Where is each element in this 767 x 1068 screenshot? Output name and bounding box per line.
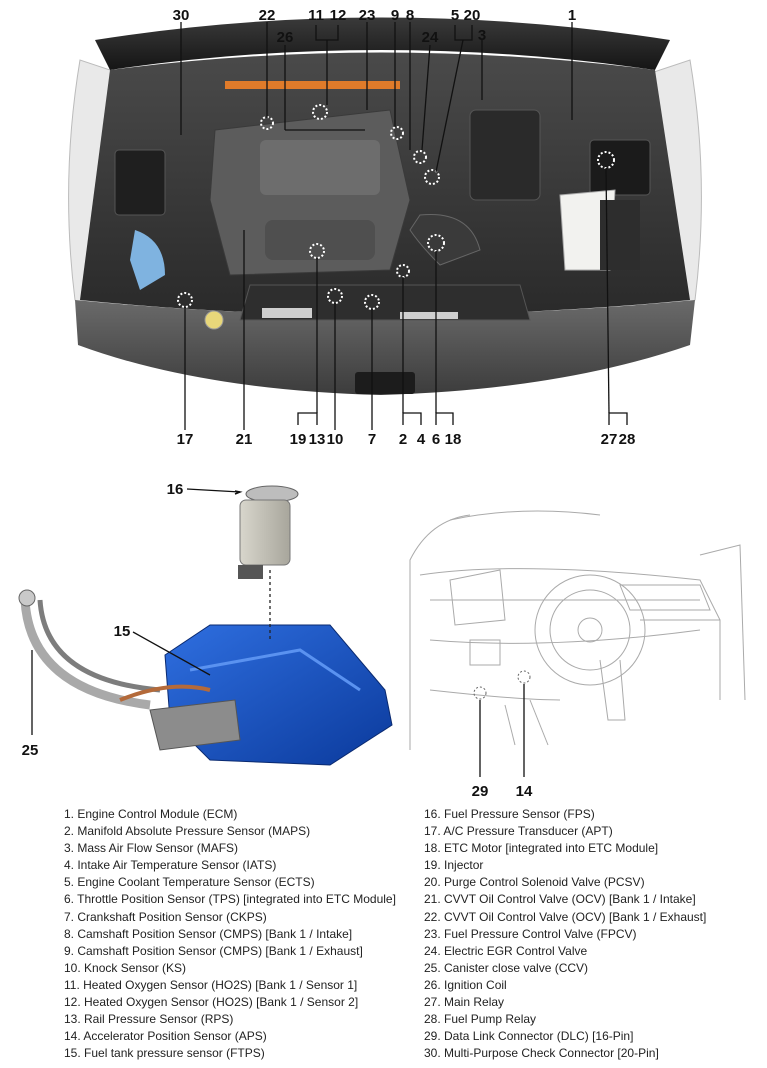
engine-bay-photo: [68, 17, 702, 430]
callout-number: 10: [327, 431, 344, 448]
legend-item: 5. Engine Coolant Temperature Sensor (EC…: [64, 875, 315, 890]
legend-item: 10. Knock Sensor (KS): [64, 960, 187, 975]
legend-item: 23. Fuel Pressure Control Valve (FPCV): [424, 926, 637, 941]
legend-item: 3. Mass Air Flow Sensor (MAFS): [64, 841, 239, 856]
marker-circle: [413, 150, 427, 164]
hood: [95, 17, 670, 70]
callout-number: 13: [309, 431, 326, 448]
reservoir-cap: [204, 310, 224, 330]
legend-item: 21. CVVT Oil Control Valve (OCV) [Bank 1…: [424, 892, 696, 907]
marker-circle: [517, 670, 531, 684]
callout-number: 14: [516, 783, 533, 800]
callout-number: 7: [368, 431, 376, 448]
marker-circle: [473, 686, 487, 700]
fuel-system-illustration: [18, 485, 393, 766]
legend-item: 16. Fuel Pressure Sensor (FPS): [424, 807, 595, 821]
callout-number: 6: [432, 431, 440, 448]
marker-circle: [312, 104, 328, 120]
washer-reservoir: [130, 230, 165, 290]
legend-item: 19. Injector: [424, 858, 484, 873]
leader-lines: [479, 684, 525, 777]
legend-item: 18. ETC Motor [integrated into ETC Modul…: [424, 841, 659, 856]
legend-item: 8. Camshaft Position Sensor (CMPS) [Bank…: [64, 926, 353, 941]
legend-left: 1. Engine Control Module (ECM) 2. Manifol…: [64, 806, 404, 1062]
callout-number: 2: [399, 431, 407, 448]
legend-item: 12. Heated Oxygen Sensor (HO2S) [Bank 1 …: [64, 995, 359, 1010]
callout-number: 4: [417, 431, 426, 448]
callout-number: 9: [391, 7, 399, 24]
legend-item: 14. Accelerator Position Sensor (APS): [64, 1029, 267, 1044]
legend-item: 27. Main Relay: [424, 995, 505, 1010]
hood-latch: [355, 372, 415, 394]
marker-circle: [260, 116, 274, 130]
legend-item: 15. Fuel tank pressure sensor (FTPS): [64, 1046, 265, 1061]
marker-circle: [327, 288, 343, 304]
legend-item: 25. Canister close valve (CCV): [424, 960, 589, 975]
warning-label: [262, 308, 312, 318]
legend-item: 29. Data Link Connector (DLC) [16-Pin]: [424, 1029, 634, 1044]
callout-number: 12: [330, 7, 347, 24]
marker-circle: [364, 294, 380, 310]
callout-number: 23: [359, 7, 376, 24]
callout-number: 28: [619, 431, 636, 448]
front-bumper: [75, 300, 695, 395]
callout-number: 18: [445, 431, 462, 448]
leader-lines: [180, 22, 628, 430]
callout-number: 20: [464, 7, 481, 24]
ecm-box: [589, 139, 651, 196]
marker-circle: [390, 126, 404, 140]
air-cleaner-box: [469, 109, 541, 201]
callout-number: 25: [22, 742, 39, 759]
callout-number: 8: [406, 7, 414, 24]
callout-number: 15: [114, 623, 131, 640]
legend-item: 20. Purge Control Solenoid Valve (PCSV): [424, 875, 645, 890]
battery-box: [114, 149, 166, 216]
legend-item: 28. Fuel Pump Relay: [424, 1012, 537, 1027]
warning-label: [400, 312, 458, 319]
callout-number: 22: [259, 7, 276, 24]
leader-lines: [31, 488, 243, 735]
legend-right: 16. Fuel Pressure Sensor (FPS) 17. A/C Pr…: [424, 806, 754, 1062]
legend-item: 6. Throttle Position Sensor (TPS) [integ…: [64, 892, 396, 907]
callout-number: 26: [277, 29, 294, 46]
fuel-pump-module: [238, 485, 299, 579]
marker-circle: [177, 292, 193, 308]
marker-circle: [309, 243, 325, 259]
callout-number: 5: [451, 7, 459, 24]
legend-item: 2. Manifold Absolute Pressure Sensor (MA…: [64, 824, 311, 839]
legend-item: 22. CVVT Oil Control Valve (OCV) [Bank 1…: [424, 909, 707, 924]
legend-item: 4. Intake Air Temperature Sensor (IATS): [64, 858, 277, 873]
legend-item: 7. Crankshaft Position Sensor (CKPS): [64, 909, 267, 924]
callout-number: 3: [478, 27, 486, 44]
callout-number: 21: [236, 431, 253, 448]
legend-item: 9. Camshaft Position Sensor (CMPS) [Bank…: [64, 943, 363, 958]
callout-number: 16: [167, 481, 184, 498]
intake-duct: [409, 213, 481, 266]
callout-number: 17: [177, 431, 194, 448]
legend-item: 13. Rail Pressure Sensor (RPS): [64, 1012, 234, 1027]
canister: [149, 699, 241, 751]
callout-number: 19: [290, 431, 307, 448]
legend-item: 26. Ignition Coil: [424, 977, 507, 992]
callout-number: 11: [308, 7, 324, 24]
legend-item: 24. Electric EGR Control Valve: [424, 943, 588, 958]
legend-item: 1. Engine Control Module (ECM): [64, 807, 238, 821]
callout-number: 30: [173, 7, 190, 24]
callout-number: 1: [568, 7, 576, 24]
callout-number: 29: [472, 783, 489, 800]
marker-circle: [424, 169, 440, 185]
dashboard-line-drawing: [409, 510, 746, 750]
steering-wheel: [534, 574, 646, 686]
legend-item: 17. A/C Pressure Transducer (APT): [424, 824, 613, 839]
callout-number: 27: [601, 431, 618, 448]
legend-item: 30. Multi-Purpose Check Connector [20-Pi…: [424, 1046, 659, 1061]
legend-item: 11. Heated Oxygen Sensor (HO2S) [Bank 1 …: [64, 977, 358, 992]
callout-number: 24: [422, 29, 439, 46]
